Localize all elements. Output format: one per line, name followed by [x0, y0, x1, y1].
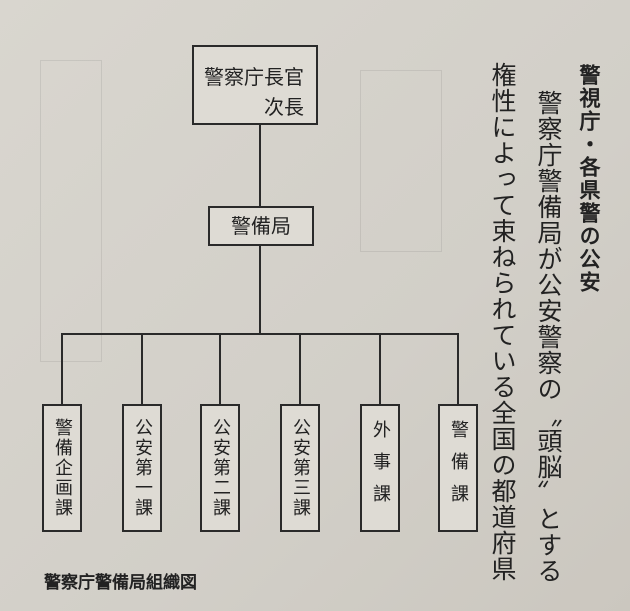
connector-division-3	[219, 333, 221, 404]
chief-line2: 次長	[264, 95, 304, 119]
connector-bureau-branch	[259, 246, 261, 334]
division-label: 外事課	[370, 420, 391, 516]
division-box-4: 公安第三課	[280, 404, 320, 532]
connector-chief-bureau	[259, 125, 261, 206]
branch-horizontal-line	[61, 333, 459, 335]
bureau-box: 警備局	[208, 206, 314, 246]
show-through	[360, 70, 442, 252]
section-heading: 警視庁・各県警の公安	[577, 64, 601, 294]
connector-division-5	[379, 333, 381, 404]
chief-line1: 警察庁長官	[204, 65, 304, 89]
division-box-3: 公安第二課	[200, 404, 240, 532]
division-label: 警備企画課	[52, 418, 73, 518]
body-text-column-2: 権性によって束ねられている全国の都道府県	[488, 62, 517, 582]
show-through	[40, 60, 102, 362]
division-box-2: 公安第一課	[122, 404, 162, 532]
connector-division-1	[61, 333, 63, 404]
division-label: 公安第一課	[132, 418, 153, 518]
connector-division-4	[299, 333, 301, 404]
division-label: 警備課	[448, 420, 469, 516]
chief-box: 警察庁長官 次長	[192, 45, 318, 125]
division-box-1: 警備企画課	[42, 404, 82, 532]
division-box-5: 外事課	[360, 404, 400, 532]
connector-division-2	[141, 333, 143, 404]
connector-division-6	[457, 333, 459, 404]
division-box-6: 警備課	[438, 404, 478, 532]
division-label: 公安第二課	[210, 418, 231, 518]
division-label: 公安第三課	[290, 418, 311, 518]
figure-caption: 警察庁警備局組織図	[44, 573, 197, 593]
body-text-column-1: 警察庁警備局が公安警察の〝頭脳〟とする	[534, 90, 563, 584]
